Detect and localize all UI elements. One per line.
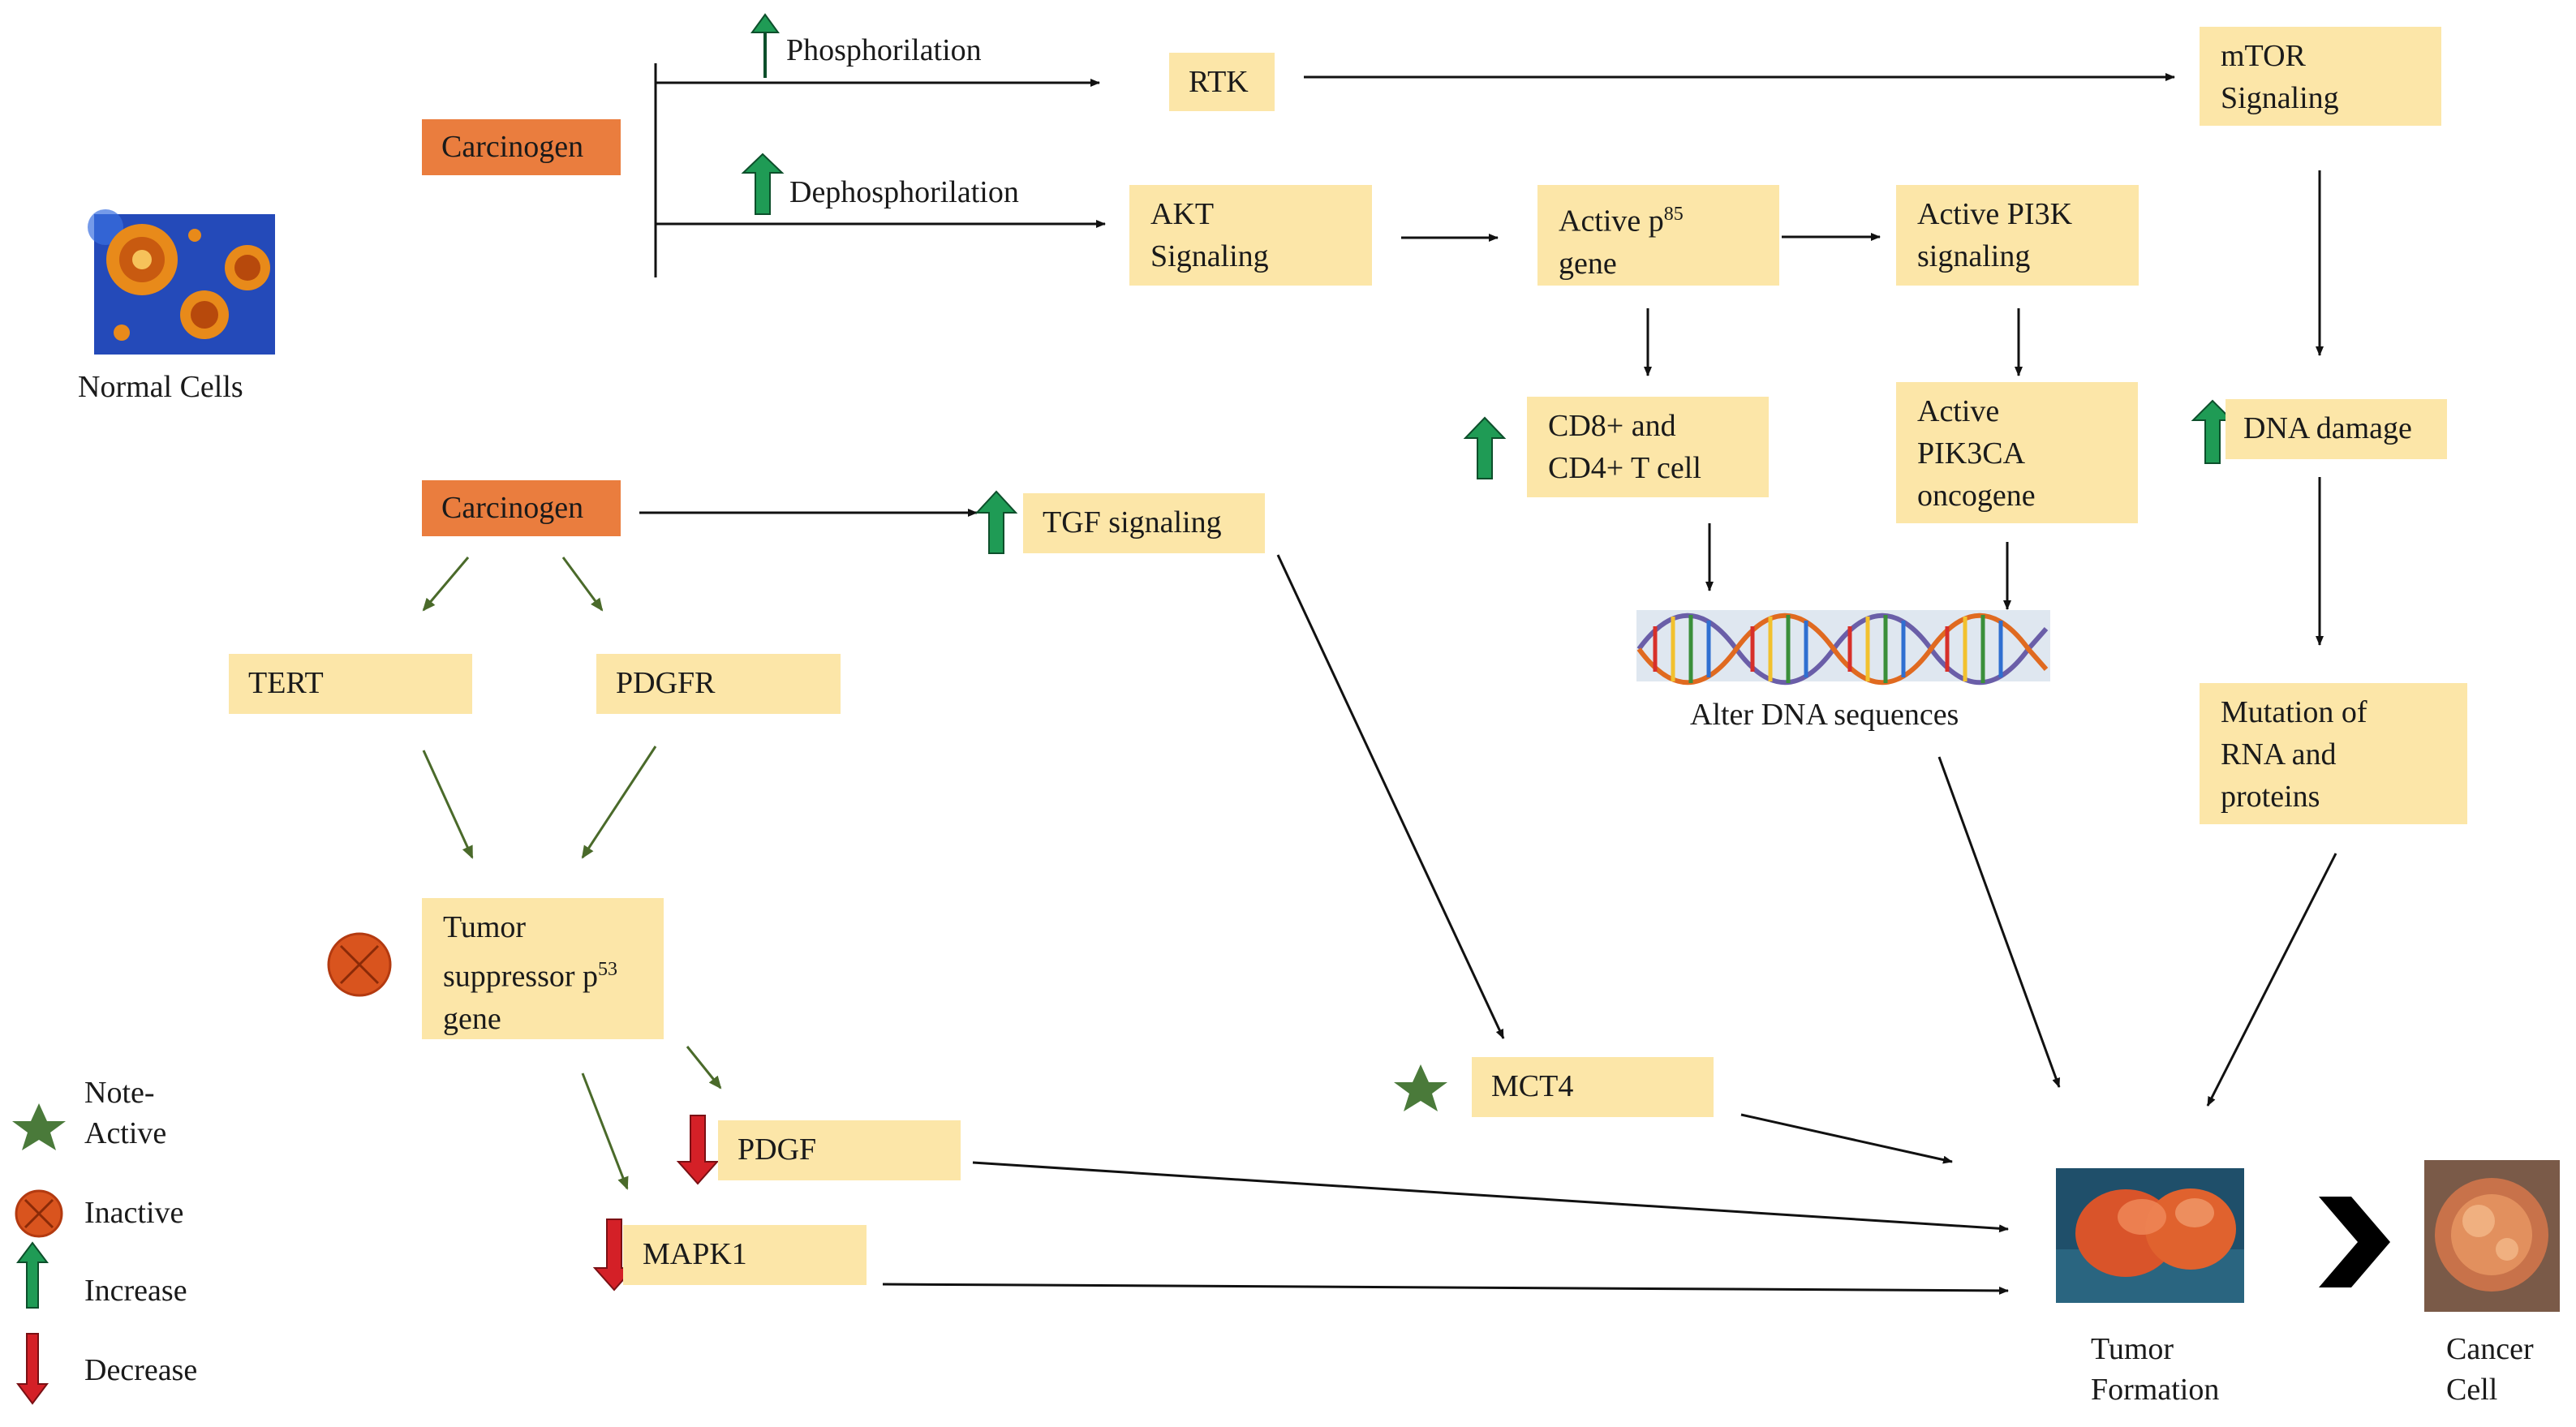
cancer-cell-image [2424, 1160, 2560, 1312]
increase-arrow-icon [2191, 399, 2234, 464]
mutation-label-line1: Mutation of [2221, 695, 2367, 729]
tumor-formation-label: Tumor Formation [2091, 1329, 2219, 1410]
pik3ca-label-line3: oncogene [1917, 479, 2036, 513]
cancer-label-line2: Cell [2446, 1373, 2498, 1407]
normal-cells-image [88, 209, 275, 355]
p85-label-text: Active p [1559, 204, 1664, 239]
akt-node: AKT Signaling [1129, 185, 1372, 286]
decrease-arrow-icon [676, 1115, 720, 1185]
p53-node: Tumor suppressor p53 gene [422, 898, 664, 1039]
normal-cells-label: Normal Cells [78, 370, 243, 404]
cd8-cd4-node: CD8+ and CD4+ T cell [1527, 397, 1769, 497]
tgf-node: TGF signaling [1023, 493, 1265, 553]
arrow-alter-dna-tumor [1937, 756, 2061, 1088]
p53-label-line2: suppressor p53 [443, 948, 643, 998]
mapk1-node: MAPK1 [623, 1225, 867, 1285]
legend-decrease-icon [16, 1333, 49, 1405]
tumor-label-line2: Formation [2091, 1373, 2220, 1407]
legend-title: Note- [84, 1076, 155, 1110]
pi3k-label-line1: Active PI3K [1917, 197, 2073, 231]
p85-superscript: 85 [1663, 204, 1684, 225]
p53-label-text: suppressor p [443, 959, 599, 994]
p85-node: Active p85 gene [1537, 185, 1779, 286]
rtk-label: RTK [1189, 65, 1249, 99]
increase-arrow-icon [974, 490, 1018, 554]
legend-increase-icon [16, 1241, 49, 1309]
legend-inactive-label: Inactive [84, 1196, 184, 1230]
tert-node: TERT [229, 654, 472, 714]
pdgf-node: PDGF [718, 1120, 961, 1180]
mtor-label-line2: Signaling [2221, 81, 2339, 115]
mutation-label-line2: RNA and [2221, 737, 2337, 772]
inactive-marker-icon [327, 932, 392, 997]
arrow-mutation-tumor [2206, 853, 2337, 1107]
arrow-carcinogen-tert [422, 557, 470, 612]
cd8-label-line1: CD8+ and [1548, 409, 1676, 443]
dna-damage-node: DNA damage [2226, 399, 2447, 459]
arrow-mct4-tumor [1740, 1113, 1953, 1164]
pi3k-label-line2: signaling [1917, 239, 2031, 273]
legend-decrease-label: Decrease [84, 1353, 198, 1387]
p53-superscript: 53 [598, 959, 618, 980]
legend-icons [12, 1103, 66, 1405]
legend-increase-label: Increase [84, 1274, 187, 1308]
tert-label: TERT [248, 666, 324, 700]
tumor-label-line1: Tumor [2091, 1332, 2174, 1366]
increase-arrow-icon [750, 13, 780, 78]
legend: Note- Active Inactive Increase Decrease [0, 1063, 268, 1420]
mutation-node: Mutation of RNA and proteins [2200, 683, 2467, 824]
carcinogen-bottom-node: Carcinogen [422, 480, 621, 536]
p85-label-line1: Active p85 [1559, 193, 1758, 243]
pik3ca-label-line1: Active [1917, 394, 2000, 428]
rtk-node: RTK [1169, 53, 1275, 111]
akt-label-line2: Signaling [1150, 239, 1269, 273]
cd8-label-line2: CD4+ T cell [1548, 451, 1701, 485]
legend-active-label: Active [84, 1116, 167, 1150]
cancer-label-line1: Cancer [2446, 1332, 2534, 1366]
increase-arrow-icon [741, 153, 785, 215]
pi3k-node: Active PI3K signaling [1896, 185, 2139, 286]
carcinogen-top-label: Carcinogen [441, 130, 584, 164]
phosphorilation-label: Phosphorilation [786, 33, 982, 67]
dna-damage-label: DNA damage [2243, 411, 2412, 445]
p53-label-line1: Tumor [443, 910, 527, 944]
dna-helix-image [1636, 610, 2050, 686]
arrow-mapk1-tumor [882, 1283, 2009, 1295]
alter-dna-label: Alter DNA sequences [1690, 698, 1959, 732]
mct4-label: MCT4 [1491, 1069, 1574, 1103]
arrow-p53-mapk1 [581, 1072, 629, 1190]
dephosphorilation-label: Dephosphorilation [789, 175, 1019, 209]
cancer-cell-label: Cancer Cell [2446, 1329, 2534, 1410]
p85-label-line2: gene [1559, 246, 1617, 281]
pik3ca-node: Active PIK3CA oncogene [1896, 382, 2138, 523]
legend-inactive-icon [15, 1189, 63, 1238]
pdgf-label: PDGF [738, 1133, 817, 1167]
arrow-pdgf-tumor [972, 1161, 2009, 1233]
pdgfr-label: PDGFR [616, 666, 716, 700]
mutation-label-line3: proteins [2221, 780, 2320, 814]
increase-arrow-icon [1463, 416, 1507, 479]
arrow-pdgfr-p53 [581, 746, 657, 859]
legend-star-icon [12, 1103, 66, 1150]
akt-label-line1: AKT [1150, 197, 1215, 231]
p53-label-line3: gene [443, 1001, 501, 1036]
mapk1-label: MAPK1 [643, 1237, 747, 1271]
tumor-formation-image [2056, 1168, 2244, 1303]
arrow-p53-pdgf [686, 1046, 722, 1090]
chevron-right-icon [2319, 1197, 2390, 1287]
pdgfr-node: PDGFR [596, 654, 841, 714]
pik3ca-label-line2: PIK3CA [1917, 436, 2026, 471]
arrow-tert-p53 [422, 750, 474, 859]
carcinogen-top-node: Carcinogen [422, 119, 621, 175]
tgf-label: TGF signaling [1043, 505, 1222, 539]
arrow-tgf-mct4 [1276, 554, 1505, 1039]
arrow-carcinogen-pdgfr [561, 557, 604, 612]
mct4-node: MCT4 [1472, 1057, 1714, 1117]
mtor-label-line1: mTOR [2221, 39, 2306, 73]
mtor-node: mTOR Signaling [2200, 27, 2441, 126]
active-star-icon [1394, 1064, 1447, 1111]
carcinogen-bottom-label: Carcinogen [441, 491, 584, 525]
